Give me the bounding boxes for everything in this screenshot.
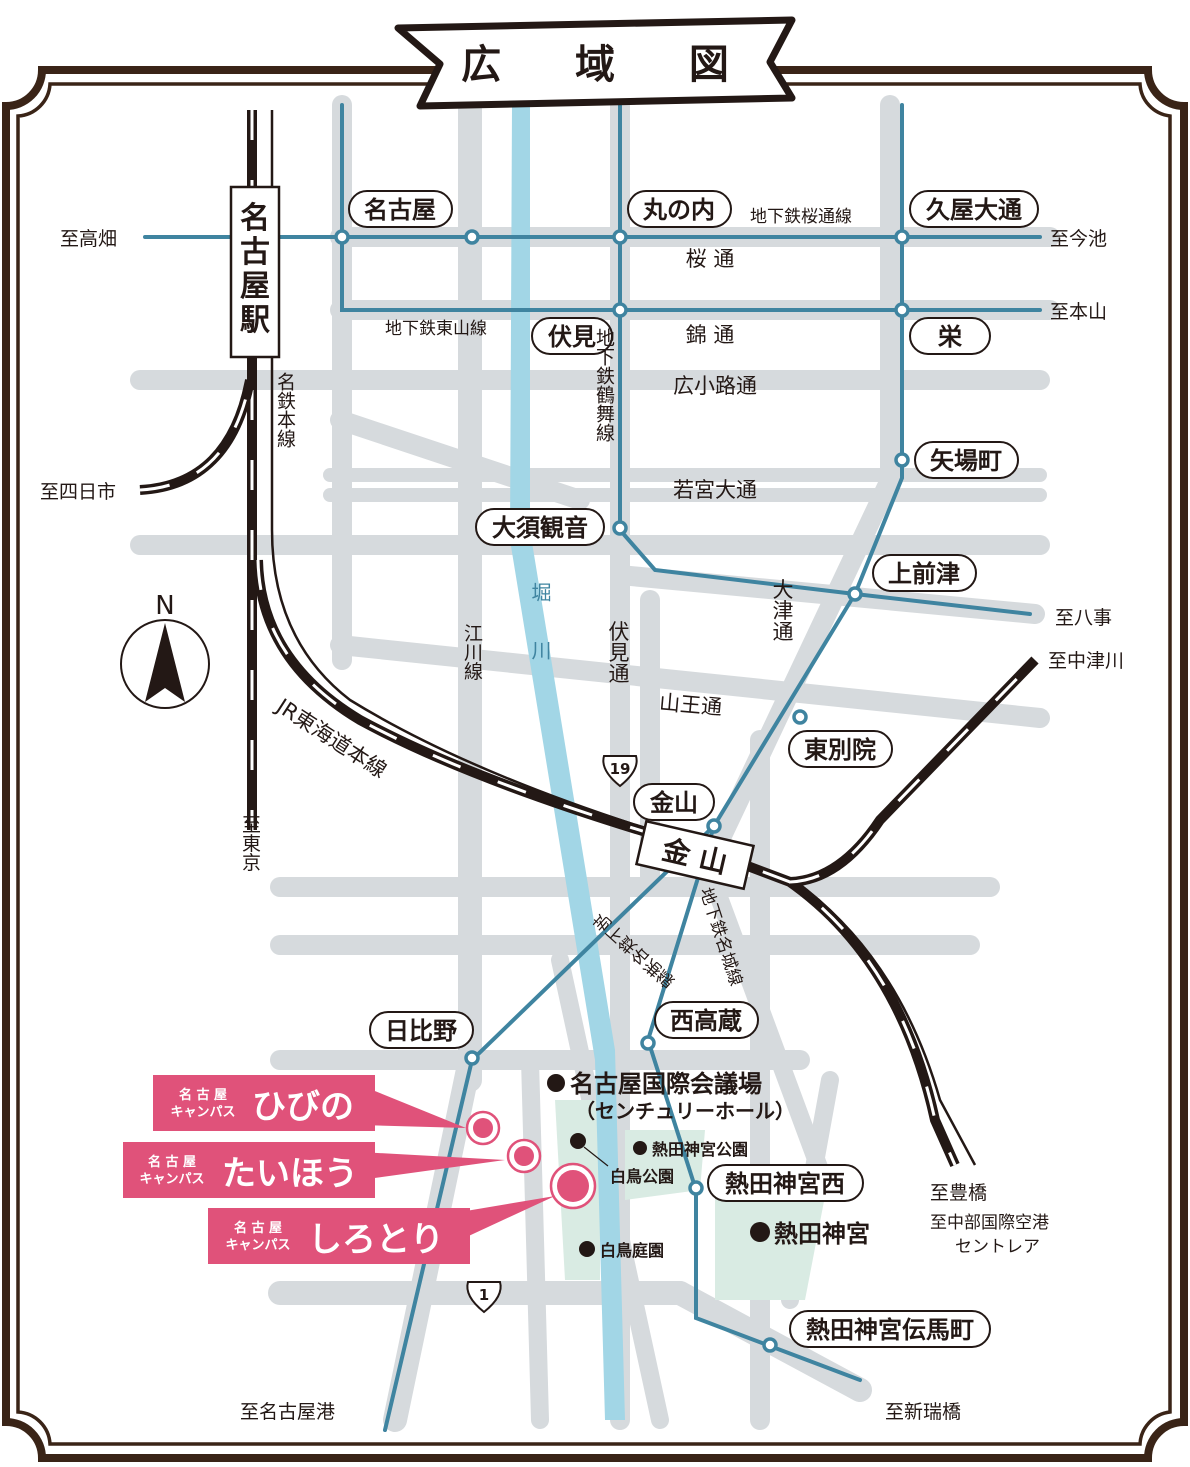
station-pill-labels: 名古屋 丸の内 久屋大通 伏見 栄 矢場町 大須観音 上前津 東別院 金山 西高… bbox=[364, 196, 1022, 1344]
landmark-shirotori-park: 白鳥公園 bbox=[610, 1167, 674, 1186]
svg-text:キャンパス: キャンパス bbox=[225, 1238, 290, 1253]
road-wakamiya: 若宮大通 bbox=[673, 478, 757, 502]
landmark-atsuta-park: 熱田神宮公園 bbox=[652, 1140, 748, 1159]
landmarks: 名古屋国際会議場 （センチュリーホール） 白鳥公園 熱田神宮公園 白鳥庭園 熱田… bbox=[547, 1070, 870, 1260]
road-sanno: 山王通 bbox=[658, 690, 723, 719]
road-fushimi: 伏見通 bbox=[606, 621, 630, 684]
dest-imaike: 至今池 bbox=[1050, 228, 1107, 250]
label-egawa-line: 江川線 bbox=[461, 623, 483, 680]
campus-shirotori-name: しろとり bbox=[308, 1220, 444, 1260]
station-marunouchi: 丸の内 bbox=[642, 196, 715, 224]
svg-text:キャンパス: キャンパス bbox=[139, 1172, 204, 1187]
dest-yagoto: 至八事 bbox=[1055, 607, 1112, 629]
station-osu-kannon: 大須観音 bbox=[492, 514, 588, 542]
label-meitetsu-line: 名鉄本線 bbox=[274, 372, 296, 448]
svg-text:名 古 屋: 名 古 屋 bbox=[234, 1220, 282, 1236]
compass-n-label: N bbox=[155, 591, 174, 621]
dest-yokkaichi: 至四日市 bbox=[40, 481, 116, 503]
svg-text:屋: 屋 bbox=[240, 269, 270, 304]
dest-nakatsugawa: 至中津川 bbox=[1048, 650, 1124, 672]
label-tsurumai-line: 地下鉄鶴舞線 bbox=[593, 328, 615, 442]
destination-labels: 至高畑 至今池 至本山 至四日市 至八事 至中津川 至東京 至豊橋 至中部国際空… bbox=[40, 228, 1124, 1423]
station-fushimi: 伏見 bbox=[548, 323, 596, 351]
label-higashiyama-line: 地下鉄東山線 bbox=[385, 319, 487, 339]
campus-label-hibino[interactable]: 名 古 屋 キャンパス ひびの bbox=[153, 1075, 375, 1131]
station-box-nagoya[interactable]: 名 古 屋 駅 bbox=[229, 185, 281, 359]
dest-toyohashi: 至豊橋 bbox=[930, 1182, 987, 1204]
nagoya-main-label-1: 名 bbox=[240, 201, 270, 236]
dest-motoyama: 至本山 bbox=[1050, 301, 1107, 323]
dest-centrair-sub: セントレア bbox=[955, 1237, 1040, 1257]
station-higashi-betsuin: 東別院 bbox=[804, 736, 876, 764]
page-title: 広 域 図 bbox=[461, 42, 759, 88]
label-jr-tokaido-line: JR東海道本線 bbox=[271, 693, 391, 783]
station-nagoya: 名古屋 bbox=[364, 196, 436, 224]
station-kamimaezu: 上前津 bbox=[888, 560, 960, 588]
station-hibino: 日比野 bbox=[385, 1017, 457, 1045]
campus-markers[interactable] bbox=[360, 1085, 597, 1240]
station-box-kanayama[interactable]: 金 山 bbox=[634, 819, 756, 891]
road-hirokoji: 広小路通 bbox=[673, 374, 757, 398]
north-arrow-icon bbox=[145, 623, 185, 702]
road-labels: 桜 通 錦 通 広小路通 若宮大通 山王通 伏見通 大津通 堀川 bbox=[528, 247, 794, 720]
svg-text:1: 1 bbox=[479, 1286, 489, 1304]
landmark-congress-center: 名古屋国際会議場 bbox=[570, 1070, 762, 1098]
dest-tokyo: 至東京 bbox=[239, 815, 261, 873]
landmark-atsuta-jingu: 熱田神宮 bbox=[774, 1220, 870, 1248]
station-atsuta-jingu-temmacho: 熱田神宮伝馬町 bbox=[806, 1316, 974, 1344]
road-nishiki: 錦 通 bbox=[686, 323, 735, 347]
svg-text:19: 19 bbox=[610, 760, 631, 778]
station-yabacho: 矢場町 bbox=[930, 447, 1002, 475]
svg-text:名 古 屋: 名 古 屋 bbox=[179, 1087, 227, 1103]
campus-label-shirotori[interactable]: 名 古 屋 キャンパス しろとり bbox=[208, 1208, 470, 1264]
svg-text:名 古 屋: 名 古 屋 bbox=[148, 1154, 196, 1170]
route-19-shield: 19 bbox=[602, 755, 638, 788]
campus-label-taiho[interactable]: 名 古 屋 キャンパス たいほう bbox=[123, 1142, 375, 1198]
station-atsuta-jingu-nishi: 熱田神宮西 bbox=[725, 1170, 845, 1198]
landmark-dot bbox=[547, 1074, 565, 1092]
campus-taiho-name: たいほう bbox=[222, 1154, 358, 1194]
station-hisaya-odori: 久屋大通 bbox=[926, 196, 1022, 224]
landmark-century-hall: （センチュリーホール） bbox=[575, 1099, 795, 1123]
svg-text:古: 古 bbox=[240, 235, 270, 270]
station-pills[interactable] bbox=[348, 190, 1039, 1348]
station-kanayama: 金山 bbox=[649, 789, 698, 817]
campus-hibino-name: ひびの bbox=[252, 1087, 354, 1127]
svg-text:キャンパス: キャンパス bbox=[170, 1105, 235, 1120]
dest-takabata: 至高畑 bbox=[60, 228, 117, 250]
svg-text:駅: 駅 bbox=[240, 303, 270, 338]
road-otsu: 大津通 bbox=[770, 579, 794, 642]
dest-nagoya-port: 至名古屋港 bbox=[240, 1401, 335, 1423]
map-frame bbox=[1, 66, 1188, 1462]
station-nishi-takakura: 西高蔵 bbox=[670, 1007, 742, 1035]
route-1-shield: 1 bbox=[466, 1281, 502, 1314]
road-sakuradori: 桜 通 bbox=[686, 247, 735, 271]
river-hori-label: 堀川 bbox=[528, 582, 552, 698]
station-sakae: 栄 bbox=[937, 323, 963, 351]
dest-aratama: 至新瑞橋 bbox=[885, 1401, 961, 1423]
dest-centrair: 至中部国際空港 bbox=[930, 1213, 1049, 1233]
north-compass: N bbox=[120, 591, 210, 709]
landmark-shirotori-garden: 白鳥庭園 bbox=[600, 1241, 664, 1260]
station-dots bbox=[334, 229, 910, 1353]
horikawa-river bbox=[510, 105, 625, 1420]
label-sakuradori-line: 地下鉄桜通線 bbox=[750, 207, 852, 227]
title-banner: 広 域 図 bbox=[394, 16, 796, 110]
